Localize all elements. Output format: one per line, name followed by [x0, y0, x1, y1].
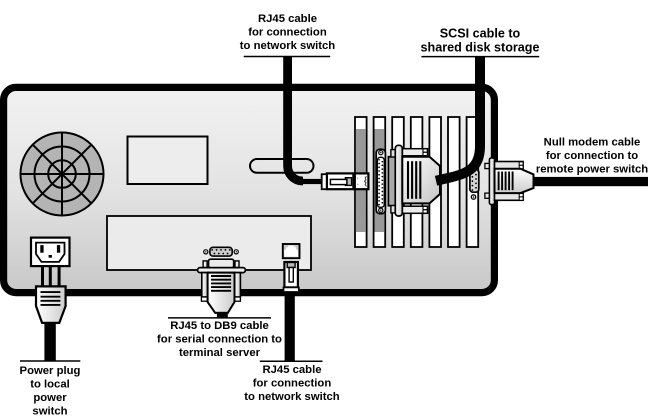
svg-text:RJ45 cable: RJ45 cable [262, 364, 321, 376]
svg-text:terminal server: terminal server [179, 347, 261, 359]
svg-text:switch: switch [32, 406, 67, 417]
svg-text:to network switch: to network switch [244, 391, 340, 403]
svg-text:SCSI cable to: SCSI cable to [440, 27, 521, 41]
svg-text:RJ45 to DB9 cable: RJ45 to DB9 cable [170, 320, 269, 332]
svg-text:for connection to: for connection to [546, 150, 638, 162]
svg-text:to local: to local [30, 379, 70, 391]
svg-text:shared disk storage: shared disk storage [421, 41, 540, 55]
svg-text:Null modem cable: Null modem cable [544, 137, 641, 149]
svg-text:power: power [33, 392, 67, 404]
svg-text:for connection: for connection [248, 27, 327, 39]
svg-text:RJ45 cable: RJ45 cable [258, 13, 317, 25]
svg-text:for connection: for connection [253, 378, 332, 390]
svg-text:to network switch: to network switch [240, 40, 336, 52]
svg-text:Power plug: Power plug [20, 365, 81, 377]
svg-text:remote power switch: remote power switch [536, 164, 648, 176]
svg-text:for serial connection to: for serial connection to [157, 334, 282, 346]
